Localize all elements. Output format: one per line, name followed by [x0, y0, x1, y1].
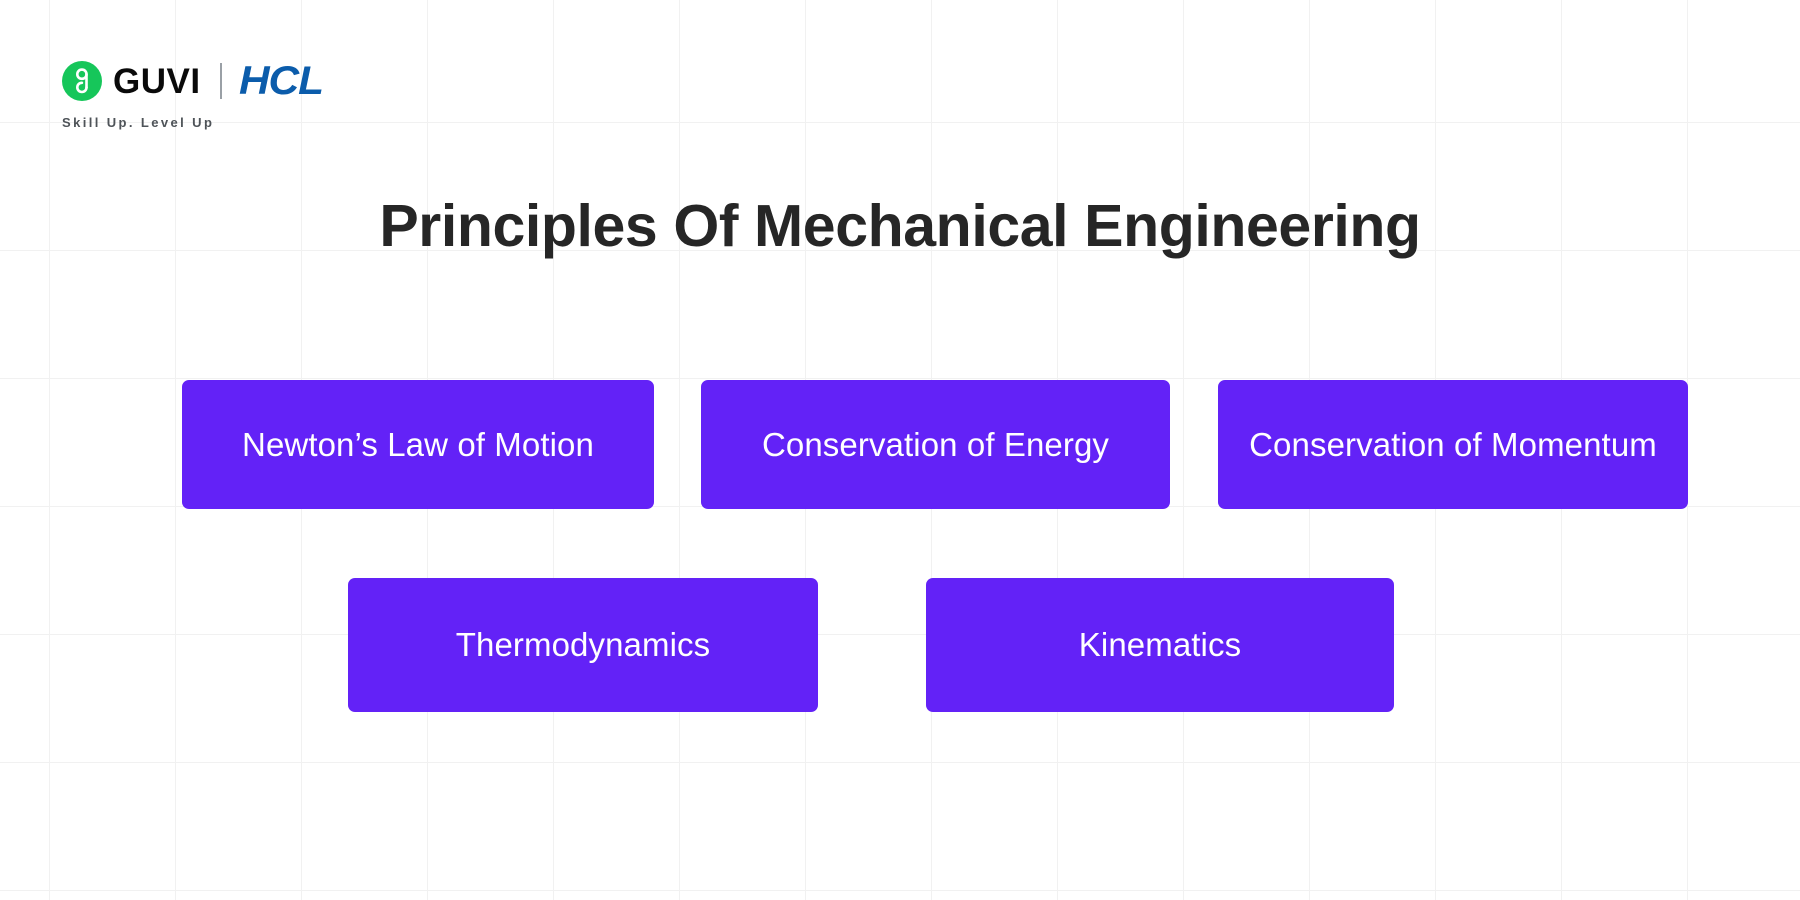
- brand-logo-row: GUVI HCL: [62, 58, 482, 104]
- brand-lockup: GUVI HCL Skill Up. Level Up: [62, 58, 482, 130]
- concept-card[interactable]: Conservation of Energy: [701, 380, 1170, 509]
- concept-card[interactable]: Newton’s Law of Motion: [182, 380, 654, 509]
- guvi-wordmark: GUVI: [113, 61, 201, 101]
- concept-card[interactable]: Thermodynamics: [348, 578, 818, 712]
- concept-card[interactable]: Kinematics: [926, 578, 1394, 712]
- hcl-wordmark: HCL: [238, 59, 324, 103]
- brand-divider: [219, 63, 222, 99]
- brand-tagline: Skill Up. Level Up: [62, 115, 215, 130]
- guvi-circle-g-icon: [62, 61, 102, 101]
- concept-card[interactable]: Conservation of Momentum: [1218, 380, 1688, 509]
- page-title: Principles Of Mechanical Engineering: [379, 192, 1421, 259]
